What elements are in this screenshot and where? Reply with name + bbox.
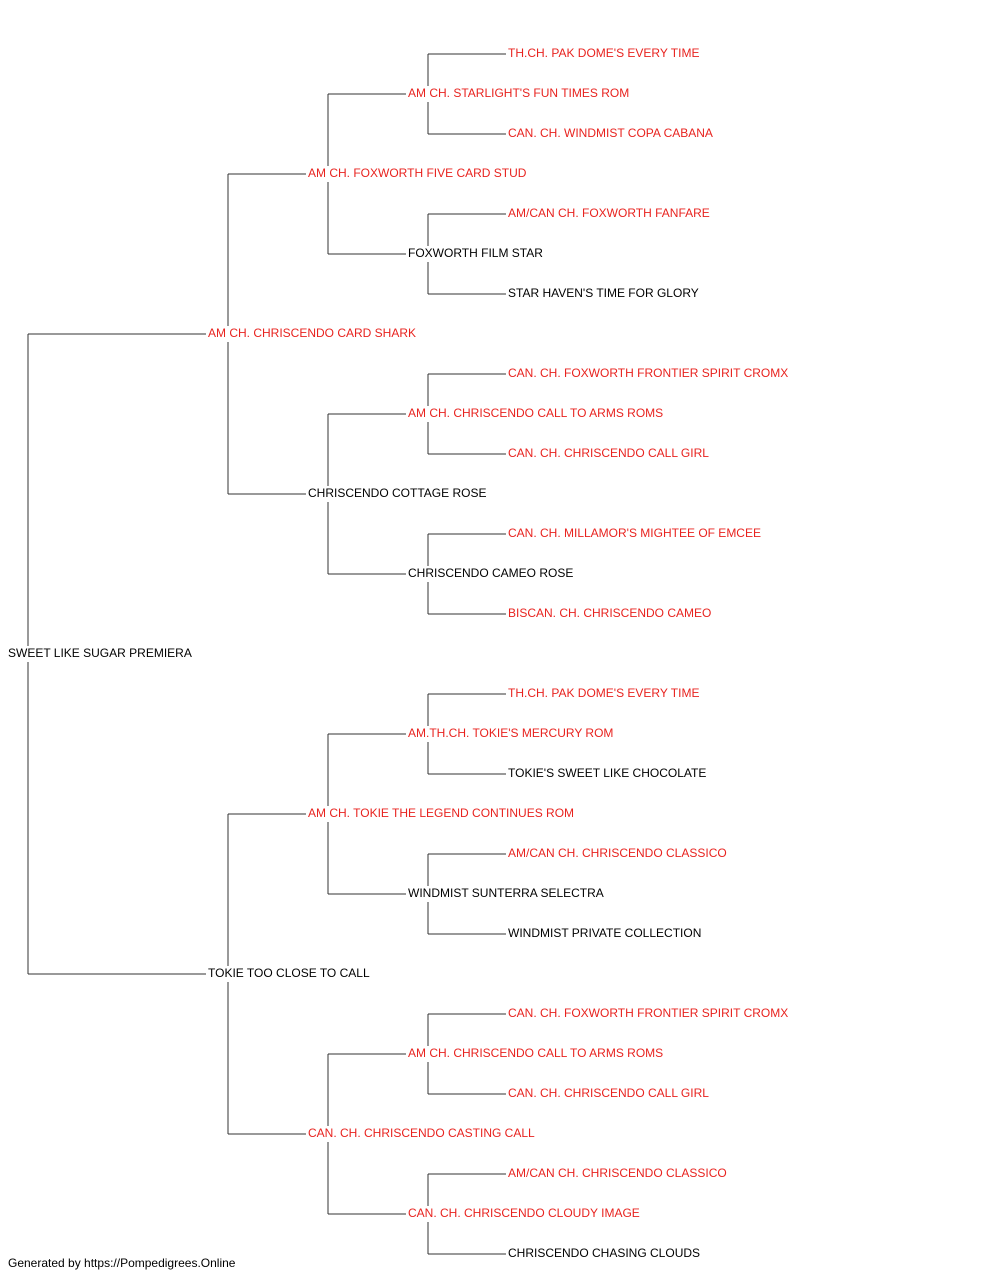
- dog-name: AM CH. CHRISCENDO CALL TO ARMS ROMS: [408, 406, 663, 420]
- dog-name: SWEET LIKE SUGAR PREMIERA: [8, 646, 192, 660]
- dog-name: TH.CH. PAK DOME'S EVERY TIME: [508, 46, 699, 60]
- dog-name: CAN. CH. CHRISCENDO CALL GIRL: [508, 446, 709, 460]
- dog-name: CAN. CH. CHRISCENDO CASTING CALL: [308, 1126, 535, 1140]
- dog-name: AM/CAN CH. CHRISCENDO CLASSICO: [508, 1166, 727, 1180]
- dog-name: TOKIE'S SWEET LIKE CHOCOLATE: [508, 766, 706, 780]
- dog-name: CHRISCENDO CHASING CLOUDS: [508, 1246, 700, 1260]
- dog-name: CAN. CH. WINDMIST COPA CABANA: [508, 126, 713, 140]
- dog-name: AM.TH.CH. TOKIE'S MERCURY ROM: [408, 726, 613, 740]
- dog-name: WINDMIST SUNTERRA SELECTRA: [408, 886, 604, 900]
- dog-name: AM CH. FOXWORTH FIVE CARD STUD: [308, 166, 527, 180]
- dog-name: AM CH. CHRISCENDO CARD SHARK: [208, 326, 416, 340]
- dog-name: AM CH. STARLIGHT'S FUN TIMES ROM: [408, 86, 629, 100]
- dog-name: AM/CAN CH. FOXWORTH FANFARE: [508, 206, 710, 220]
- generated-by-footer: Generated by https://Pompedigrees.Online: [8, 1256, 236, 1270]
- dog-name: CAN. CH. CHRISCENDO CLOUDY IMAGE: [408, 1206, 640, 1220]
- dog-name: TH.CH. PAK DOME'S EVERY TIME: [508, 686, 699, 700]
- dog-name: WINDMIST PRIVATE COLLECTION: [508, 926, 701, 940]
- dog-name: CAN. CH. FOXWORTH FRONTIER SPIRIT CROMX: [508, 366, 788, 380]
- dog-name: CAN. CH. MILLAMOR'S MIGHTEE OF EMCEE: [508, 526, 761, 540]
- dog-name: CAN. CH. FOXWORTH FRONTIER SPIRIT CROMX: [508, 1006, 788, 1020]
- dog-name: STAR HAVEN'S TIME FOR GLORY: [508, 286, 699, 300]
- dog-name: FOXWORTH FILM STAR: [408, 246, 543, 260]
- dog-name: CHRISCENDO COTTAGE ROSE: [308, 486, 486, 500]
- dog-name: TOKIE TOO CLOSE TO CALL: [208, 966, 370, 980]
- dog-name: CHRISCENDO CAMEO ROSE: [408, 566, 573, 580]
- dog-name: CAN. CH. CHRISCENDO CALL GIRL: [508, 1086, 709, 1100]
- dog-name: AM CH. TOKIE THE LEGEND CONTINUES ROM: [308, 806, 574, 820]
- dog-name: AM CH. CHRISCENDO CALL TO ARMS ROMS: [408, 1046, 663, 1060]
- dog-name: AM/CAN CH. CHRISCENDO CLASSICO: [508, 846, 727, 860]
- dog-name: BISCAN. CH. CHRISCENDO CAMEO: [508, 606, 711, 620]
